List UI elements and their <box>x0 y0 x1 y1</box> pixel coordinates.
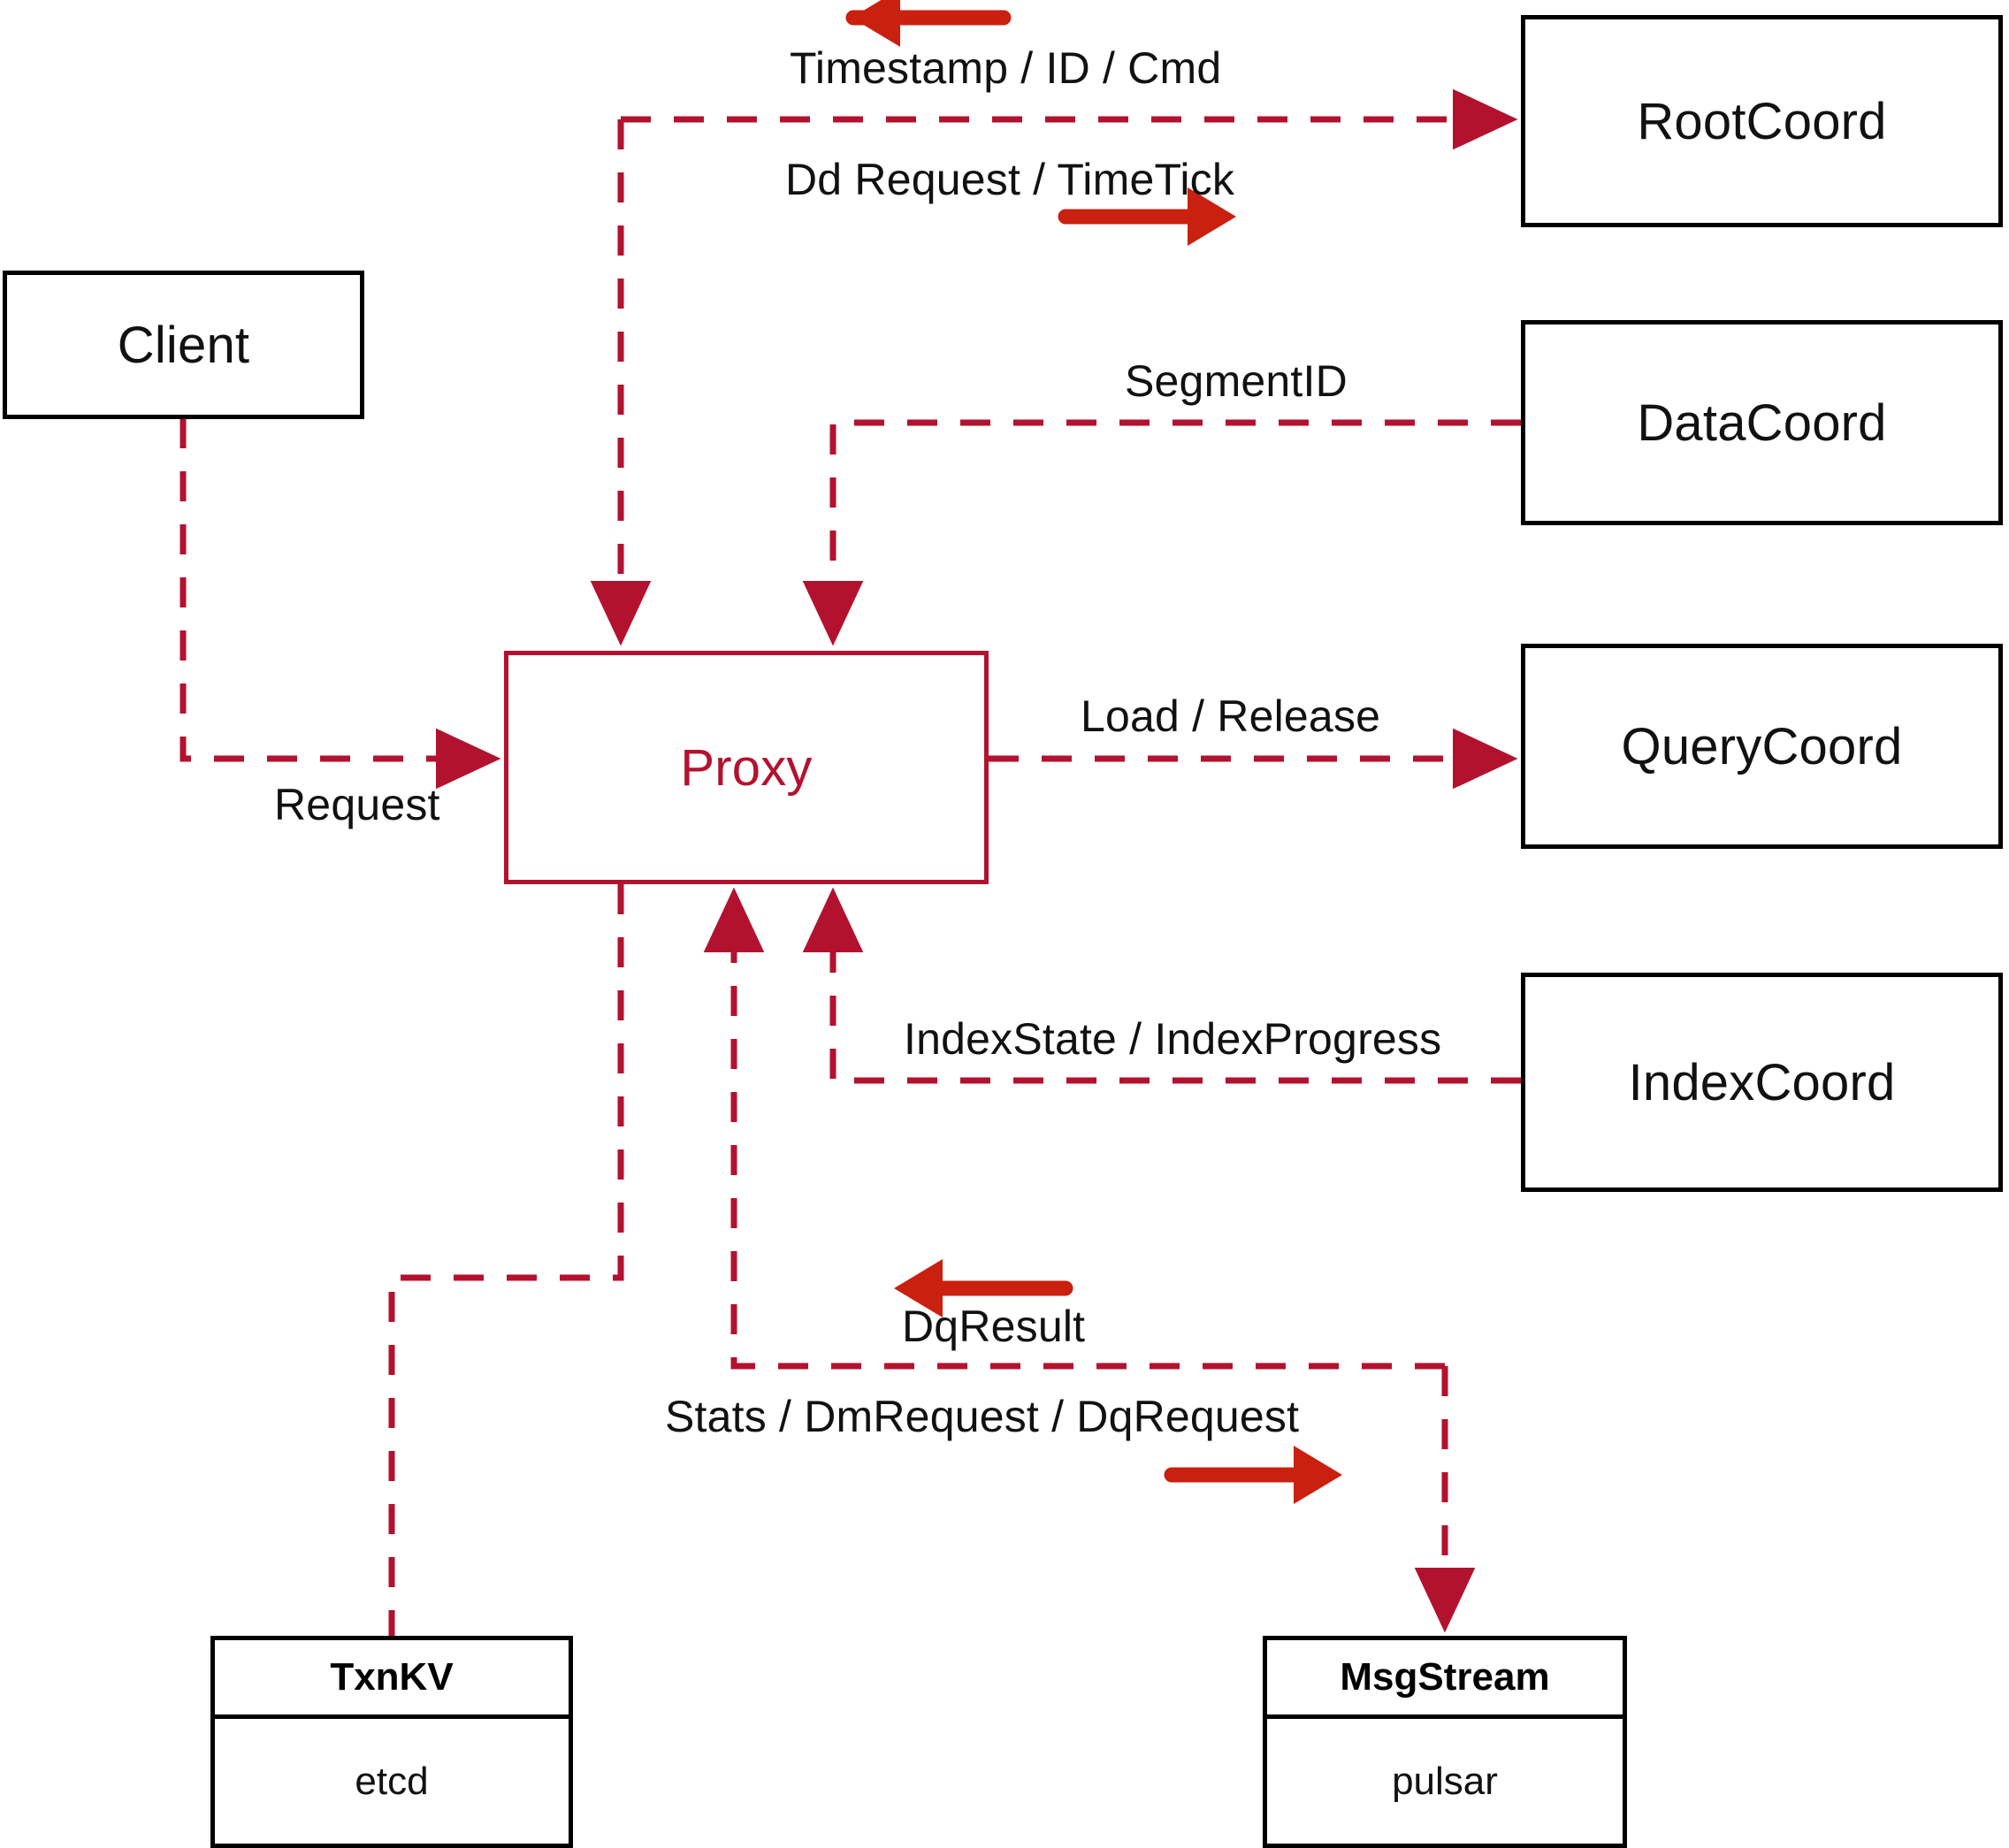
node-client[interactable]: Client <box>3 271 364 419</box>
store-txnkv[interactable]: TxnKV etcd <box>210 1636 573 1848</box>
node-datacoord[interactable]: DataCoord <box>1521 320 2003 525</box>
store-msgstream[interactable]: MsgStream pulsar <box>1263 1636 1627 1848</box>
store-msgstream-header: MsgStream <box>1267 1640 1623 1719</box>
node-indexcoord[interactable]: IndexCoord <box>1521 973 2003 1192</box>
node-indexcoord-label: IndexCoord <box>1628 1053 1896 1111</box>
store-msgstream-body: pulsar <box>1392 1759 1498 1803</box>
edge-label-segmentid: SegmentID <box>1125 356 1348 406</box>
edge-label-dqresult: DqResult <box>902 1302 1086 1351</box>
edge-label-dd-request-timetick: Dd Request / TimeTick <box>785 155 1235 204</box>
node-proxy[interactable]: Proxy <box>504 651 989 884</box>
wire-proxy-to-txnkv <box>388 884 624 1636</box>
store-txnkv-body: etcd <box>355 1759 429 1803</box>
wire-datacoord-to-proxy <box>802 419 1521 646</box>
direction-arrow-timestamp-head <box>852 0 900 47</box>
edge-label-timestamp-id-cmd: Timestamp / ID / Cmd <box>790 43 1222 93</box>
node-datacoord-label: DataCoord <box>1637 393 1887 452</box>
edge-label-request: Request <box>274 780 440 829</box>
edge-label-stats-dmrequest-dqrequest: Stats / DmRequest / DqRequest <box>665 1392 1300 1441</box>
node-proxy-label: Proxy <box>680 738 813 797</box>
node-rootcoord-label: RootCoord <box>1637 92 1887 150</box>
store-txnkv-header: TxnKV <box>215 1640 569 1719</box>
node-querycoord-label: QueryCoord <box>1621 717 1903 775</box>
edge-label-load-release: Load / Release <box>1081 691 1381 741</box>
node-querycoord[interactable]: QueryCoord <box>1521 644 2003 849</box>
edge-label-indexstate-indexprogress: IndexState / IndexProgress <box>904 1014 1442 1064</box>
node-rootcoord[interactable]: RootCoord <box>1521 15 2003 227</box>
wire-msgstream-to-proxy <box>703 887 1445 1370</box>
direction-arrow-stats-head <box>1294 1446 1342 1504</box>
node-client-label: Client <box>117 316 250 374</box>
wire-client-to-proxy <box>180 418 501 790</box>
